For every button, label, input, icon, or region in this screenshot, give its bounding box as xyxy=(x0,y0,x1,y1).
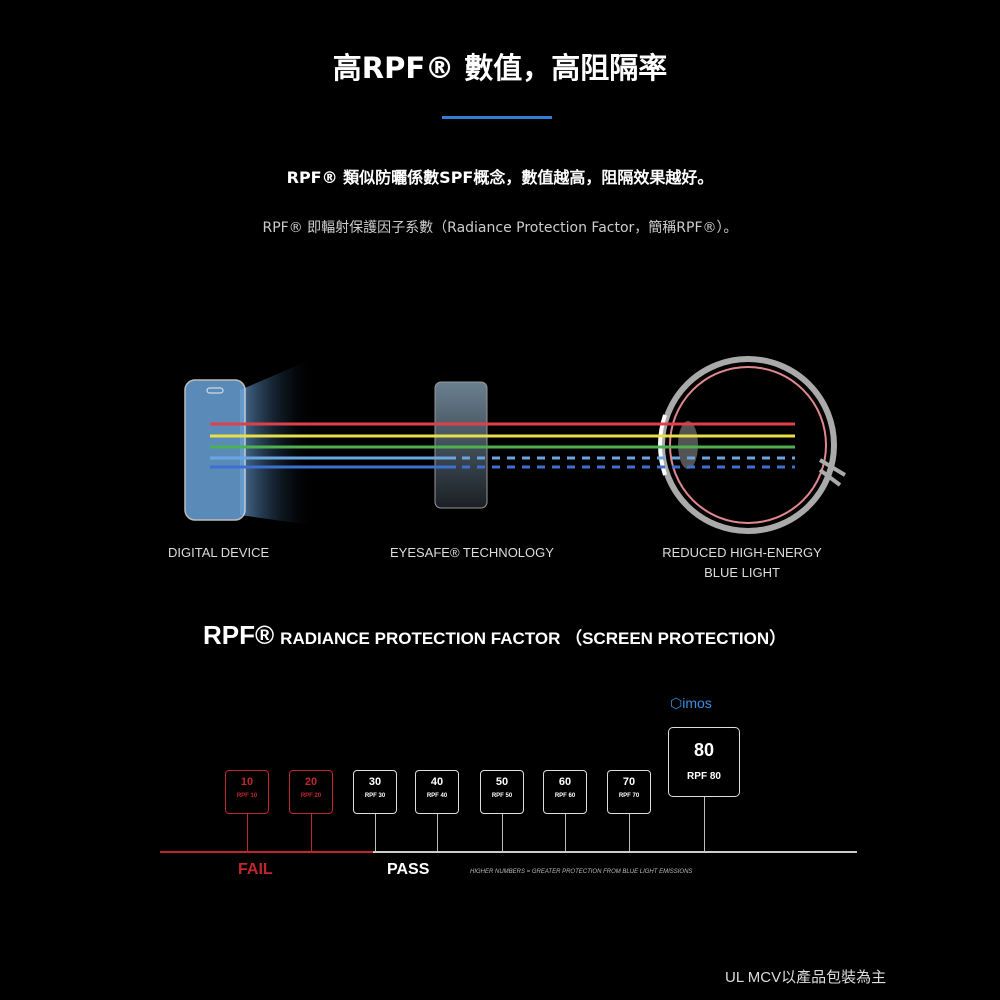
badge-stem xyxy=(629,814,630,852)
rpf-badge-80: 80 RPF 80 xyxy=(668,727,740,797)
badge-stem xyxy=(375,814,376,852)
pass-axis xyxy=(373,851,857,853)
badge-stem xyxy=(437,814,438,852)
badge-caption: RPF 20 xyxy=(300,793,322,799)
eye-icon xyxy=(658,356,847,534)
subtitle: RPF® 類似防曬係數SPF概念，數值越高，阻隔效果越好。 xyxy=(286,168,714,187)
badge-caption: RPF 80 xyxy=(687,771,721,782)
title-underline xyxy=(442,116,552,119)
badge-number: 80 xyxy=(693,740,715,760)
rpf-heading-logo: RPF® xyxy=(203,620,275,650)
pass-label: PASS xyxy=(387,861,430,878)
rpf-heading-text: RADIANCE PROTECTION FACTOR （SCREEN PROTE… xyxy=(280,629,787,648)
eyesafe-filter xyxy=(434,381,488,509)
eye-label-line2: BLUE LIGHT xyxy=(704,565,780,580)
badge-stem xyxy=(311,814,312,852)
badge-number: 40 xyxy=(430,776,444,788)
fail-axis xyxy=(160,851,373,853)
badge-number: 10 xyxy=(240,776,254,788)
light-rays xyxy=(210,422,795,469)
imos-brand: ⬡imos xyxy=(670,695,712,712)
badge-caption: RPF 50 xyxy=(491,793,513,799)
badge-number: 60 xyxy=(558,776,572,788)
badge-stem xyxy=(704,797,705,852)
badge-caption: RPF 70 xyxy=(618,793,640,799)
description: RPF® 即輻射保護因子系數（Radiance Protection Facto… xyxy=(262,220,738,236)
shield-logo-icon: ⬡ xyxy=(670,695,683,711)
scale-note: HIGHER NUMBERS = GREATER PROTECTION FROM… xyxy=(470,869,693,875)
footer-note: UL MCV以產品包裝為主 xyxy=(725,969,887,986)
badge-stem xyxy=(247,814,248,852)
blue-light-diagram xyxy=(184,356,847,534)
screen-glow xyxy=(240,360,310,525)
badge-caption: RPF 60 xyxy=(554,793,576,799)
phone-icon xyxy=(184,379,246,521)
badge-number: 30 xyxy=(368,776,382,788)
fail-label: FAIL xyxy=(238,861,273,878)
filter-label: EYESAFE® TECHNOLOGY xyxy=(390,545,554,560)
badge-number: 50 xyxy=(495,776,509,788)
badge-stem xyxy=(502,814,503,852)
eye-label: REDUCED HIGH-ENERGY BLUE LIGHT xyxy=(642,543,842,583)
rpf-heading: RPF® RADIANCE PROTECTION FACTOR （SCREEN P… xyxy=(203,620,786,651)
eye-label-line1: REDUCED HIGH-ENERGY xyxy=(662,545,822,560)
page-title: 高RPF® 數值，高阻隔率 xyxy=(332,51,668,85)
badge-caption: RPF 30 xyxy=(364,793,386,799)
badge-stem xyxy=(565,814,566,852)
badge-caption: RPF 10 xyxy=(236,793,258,799)
badge-number: 20 xyxy=(304,776,318,788)
brand-name: imos xyxy=(682,695,712,711)
device-label: DIGITAL DEVICE xyxy=(168,545,270,560)
badge-caption: RPF 40 xyxy=(426,793,448,799)
badge-number: 70 xyxy=(622,776,636,788)
